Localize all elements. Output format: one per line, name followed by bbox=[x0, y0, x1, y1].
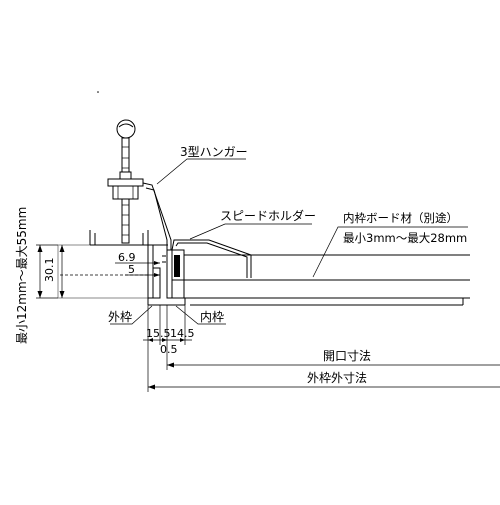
dim-outer: 外枠外寸法 bbox=[148, 371, 500, 390]
dim-opening: 開口寸法 bbox=[166, 345, 500, 370]
opening-dim-label: 開口寸法 bbox=[323, 349, 371, 363]
inner-frame-label: 内枠 bbox=[200, 310, 224, 324]
dim-6-9: 6.9 bbox=[115, 251, 160, 265]
speed-holder-spring bbox=[171, 239, 252, 278]
dim-14-5-label: 14.5 bbox=[170, 327, 195, 340]
label-inner-frame: 内枠 bbox=[175, 305, 226, 325]
inner-board-title: 内枠ボード材（別途） bbox=[343, 211, 458, 225]
label-outer-frame: 外枠 bbox=[108, 305, 153, 325]
speed-holder-label: スピードホルダー bbox=[220, 208, 316, 223]
inner-board bbox=[184, 254, 470, 306]
label-inner-board: 内枠ボード材（別途） 最小3mm～最大28mm bbox=[312, 211, 468, 278]
dim-frame-widths: 15.5 14.5 0.5 bbox=[143, 305, 195, 392]
dim-30-1-label: 30.1 bbox=[43, 258, 56, 283]
outer-frame-profile bbox=[89, 230, 168, 306]
label-hanger: 3型ハンガー bbox=[156, 145, 248, 185]
dim-5-label: 5 bbox=[128, 263, 135, 276]
hanger-label: 3型ハンガー bbox=[180, 145, 248, 159]
dim-ceiling-thickness: 最小12mm～最大55mm bbox=[15, 207, 58, 344]
dim-0-5-label: 0.5 bbox=[160, 343, 178, 356]
label-speed-holder: スピードホルダー bbox=[189, 208, 316, 240]
dim-15-5-label: 15.5 bbox=[146, 327, 171, 340]
dim-6-9-label: 6.9 bbox=[118, 251, 136, 264]
inner-board-range: 最小3mm～最大28mm bbox=[343, 231, 467, 245]
ceiling-thickness-label: 最小12mm～最大55mm bbox=[15, 207, 29, 344]
stray-dot bbox=[97, 91, 99, 93]
outer-frame-label: 外枠 bbox=[108, 310, 132, 324]
dim-5: 5 bbox=[125, 263, 160, 277]
ceiling-board bbox=[57, 244, 152, 299]
inner-frame-profile bbox=[162, 249, 186, 306]
outer-dim-label: 外枠外寸法 bbox=[307, 371, 367, 385]
dim-30-1: 30.1 bbox=[43, 245, 65, 298]
